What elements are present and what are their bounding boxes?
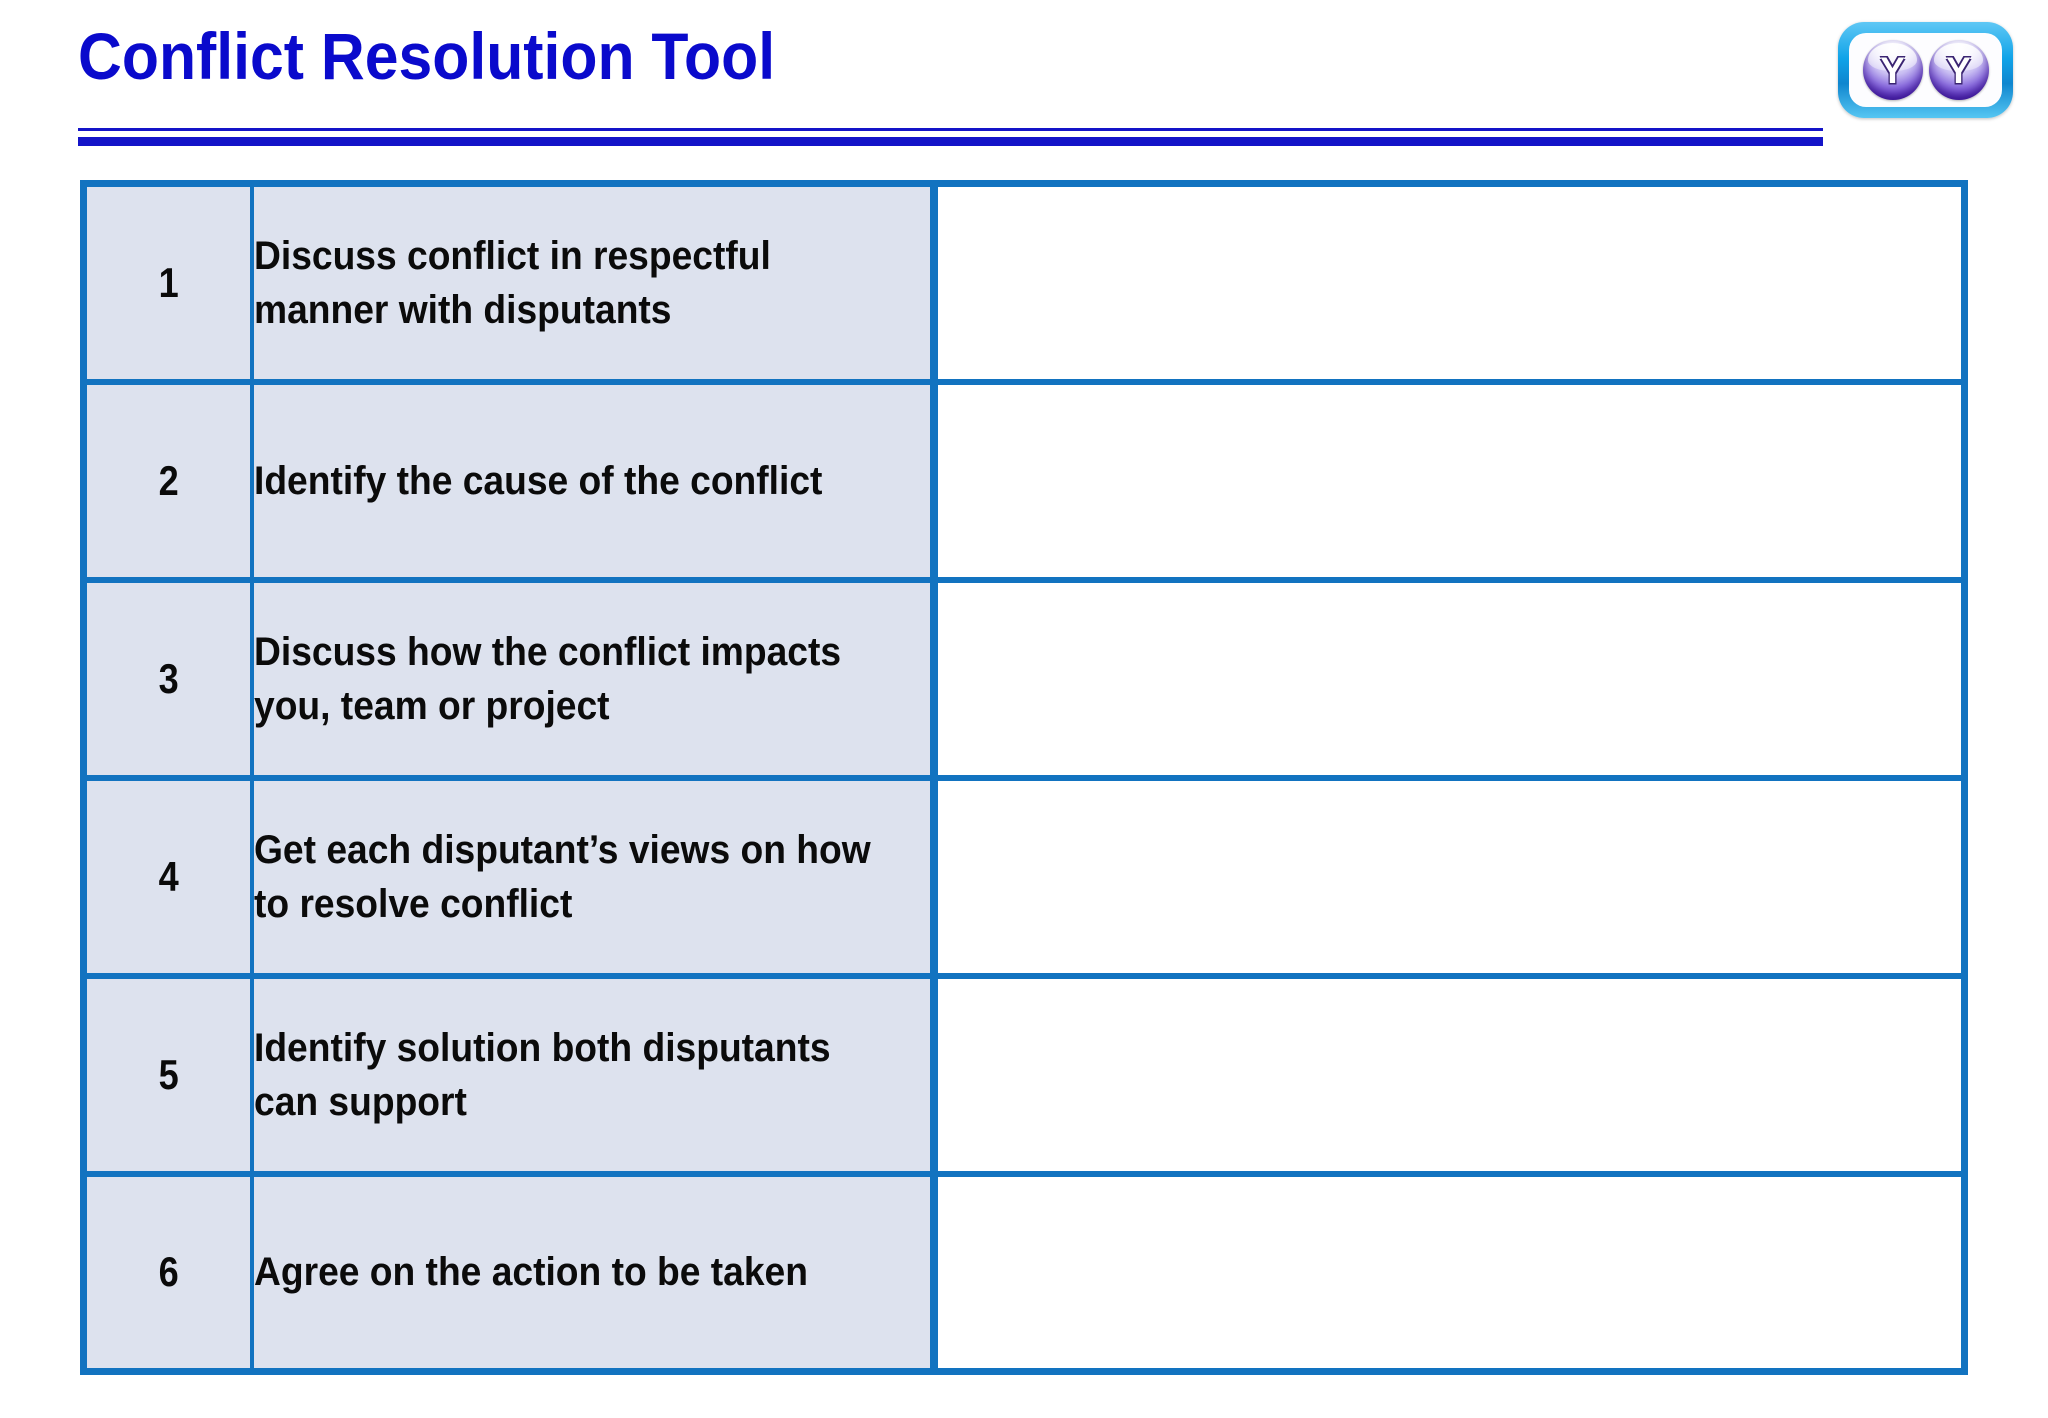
step-text-cell-3: Discuss how the conflict impacts you, te… [251, 579, 938, 781]
brand-logo-inner: Y Y [1849, 33, 2002, 107]
step-number-5: 5 [158, 1050, 179, 1098]
title-rule-thick [78, 137, 1823, 146]
step-text-3: Discuss how the conflict impacts you, te… [253, 629, 841, 728]
table-row: 3 Discuss how the conflict impacts you, … [83, 579, 1965, 781]
step-number-cell-3: 3 [83, 579, 254, 781]
title-rule-thin [78, 128, 1823, 131]
table-row: 6 Agree on the action to be taken [83, 1173, 1965, 1372]
logo-letter-right: Y [1946, 49, 1971, 91]
logo-letter-left: Y [1880, 49, 1905, 91]
logo-orb-right: Y [1928, 40, 1989, 100]
step-text-5: Identify solution both disputants can su… [253, 1025, 831, 1124]
step-number-cell-1: 1 [83, 183, 254, 385]
brand-logo: Y Y [1838, 22, 2013, 118]
step-number-cell-6: 6 [83, 1173, 254, 1372]
step-text-cell-4: Get each disputant’s views on how to res… [251, 777, 938, 979]
step-number-1: 1 [158, 258, 179, 306]
conflict-resolution-steps-table: 1 Discuss conflict in respectful manner … [80, 180, 1968, 1375]
step-notes-cell-2[interactable] [933, 381, 1965, 583]
step-number-cell-4: 4 [83, 777, 254, 979]
step-text-cell-2: Identify the cause of the conflict [251, 381, 938, 583]
step-text-cell-5: Identify solution both disputants can su… [251, 975, 938, 1177]
title-underline-rules [78, 128, 1823, 148]
step-number-cell-5: 5 [83, 975, 254, 1177]
step-notes-cell-3[interactable] [933, 579, 1965, 781]
step-text-6: Agree on the action to be taken [253, 1250, 808, 1295]
page-title: Conflict Resolution Tool [78, 19, 776, 93]
step-number-3: 3 [158, 654, 179, 702]
step-text-2: Identify the cause of the conflict [253, 458, 822, 503]
step-number-4: 4 [158, 852, 179, 900]
step-text-4: Get each disputant’s views on how to res… [253, 827, 871, 926]
step-text-cell-1: Discuss conflict in respectful manner wi… [251, 183, 938, 385]
step-notes-cell-5[interactable] [933, 975, 1965, 1177]
step-notes-cell-6[interactable] [933, 1173, 1965, 1372]
table-row: 2 Identify the cause of the conflict [83, 381, 1965, 583]
step-text-1: Discuss conflict in respectful manner wi… [253, 233, 771, 332]
step-text-cell-6: Agree on the action to be taken [251, 1173, 938, 1372]
steps-table-body: 1 Discuss conflict in respectful manner … [83, 183, 1965, 1372]
step-notes-cell-4[interactable] [933, 777, 1965, 979]
slide-header: Conflict Resolution Tool Y Y [0, 0, 2048, 150]
table-row: 5 Identify solution both disputants can … [83, 975, 1965, 1177]
table-row: 4 Get each disputant’s views on how to r… [83, 777, 1965, 979]
step-number-2: 2 [158, 456, 179, 504]
table-row: 1 Discuss conflict in respectful manner … [83, 183, 1965, 385]
step-number-6: 6 [158, 1248, 179, 1296]
step-notes-cell-1[interactable] [933, 183, 1965, 385]
step-number-cell-2: 2 [83, 381, 254, 583]
logo-orb-left: Y [1862, 40, 1923, 100]
